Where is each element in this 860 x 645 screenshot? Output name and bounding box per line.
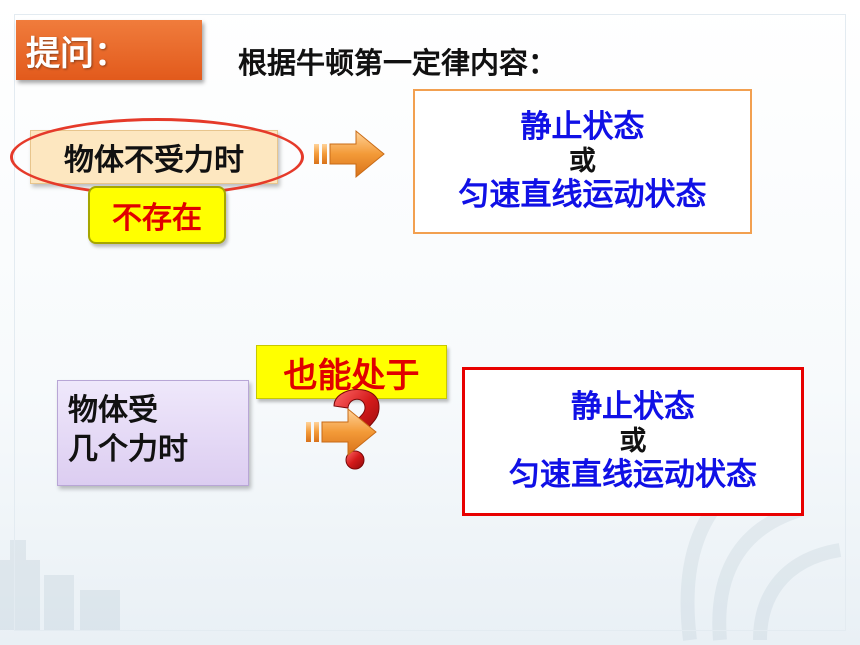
state-or-text-2: 或: [619, 425, 647, 457]
not-exist-label: 不存在: [112, 201, 202, 236]
arrow-right-icon-2: [306, 407, 377, 457]
state-result-box-2: 静止状态 或 匀速直线运动状态: [462, 367, 804, 516]
not-exist-badge: 不存在: [88, 186, 226, 244]
state-rest-text: 静止状态: [520, 108, 645, 145]
slide-frame: [14, 14, 846, 631]
state-or-text: 或: [569, 145, 596, 177]
state-result-box-1: 静止状态 或 匀速直线运动状态: [413, 89, 752, 234]
question-tag: 提问：: [16, 20, 202, 80]
state-uniform-motion-text: 匀速直线运动状态: [458, 177, 707, 214]
condition-forces-box: 物体受 几个力时: [57, 380, 249, 486]
condition-forces-line2: 几个力时: [68, 432, 188, 467]
arrow-right-icon: [314, 129, 385, 179]
condition-forces-line1: 物体受: [68, 393, 158, 428]
highlight-ellipse: [10, 118, 304, 196]
slide-heading: 根据牛顿第一定律内容：: [238, 46, 558, 80]
state-rest-text-2: 静止状态: [571, 388, 695, 425]
can-also-label: 也能处于: [283, 355, 420, 396]
state-uniform-motion-text-2: 匀速直线运动状态: [509, 457, 757, 494]
question-tag-label: 提问：: [26, 33, 128, 74]
